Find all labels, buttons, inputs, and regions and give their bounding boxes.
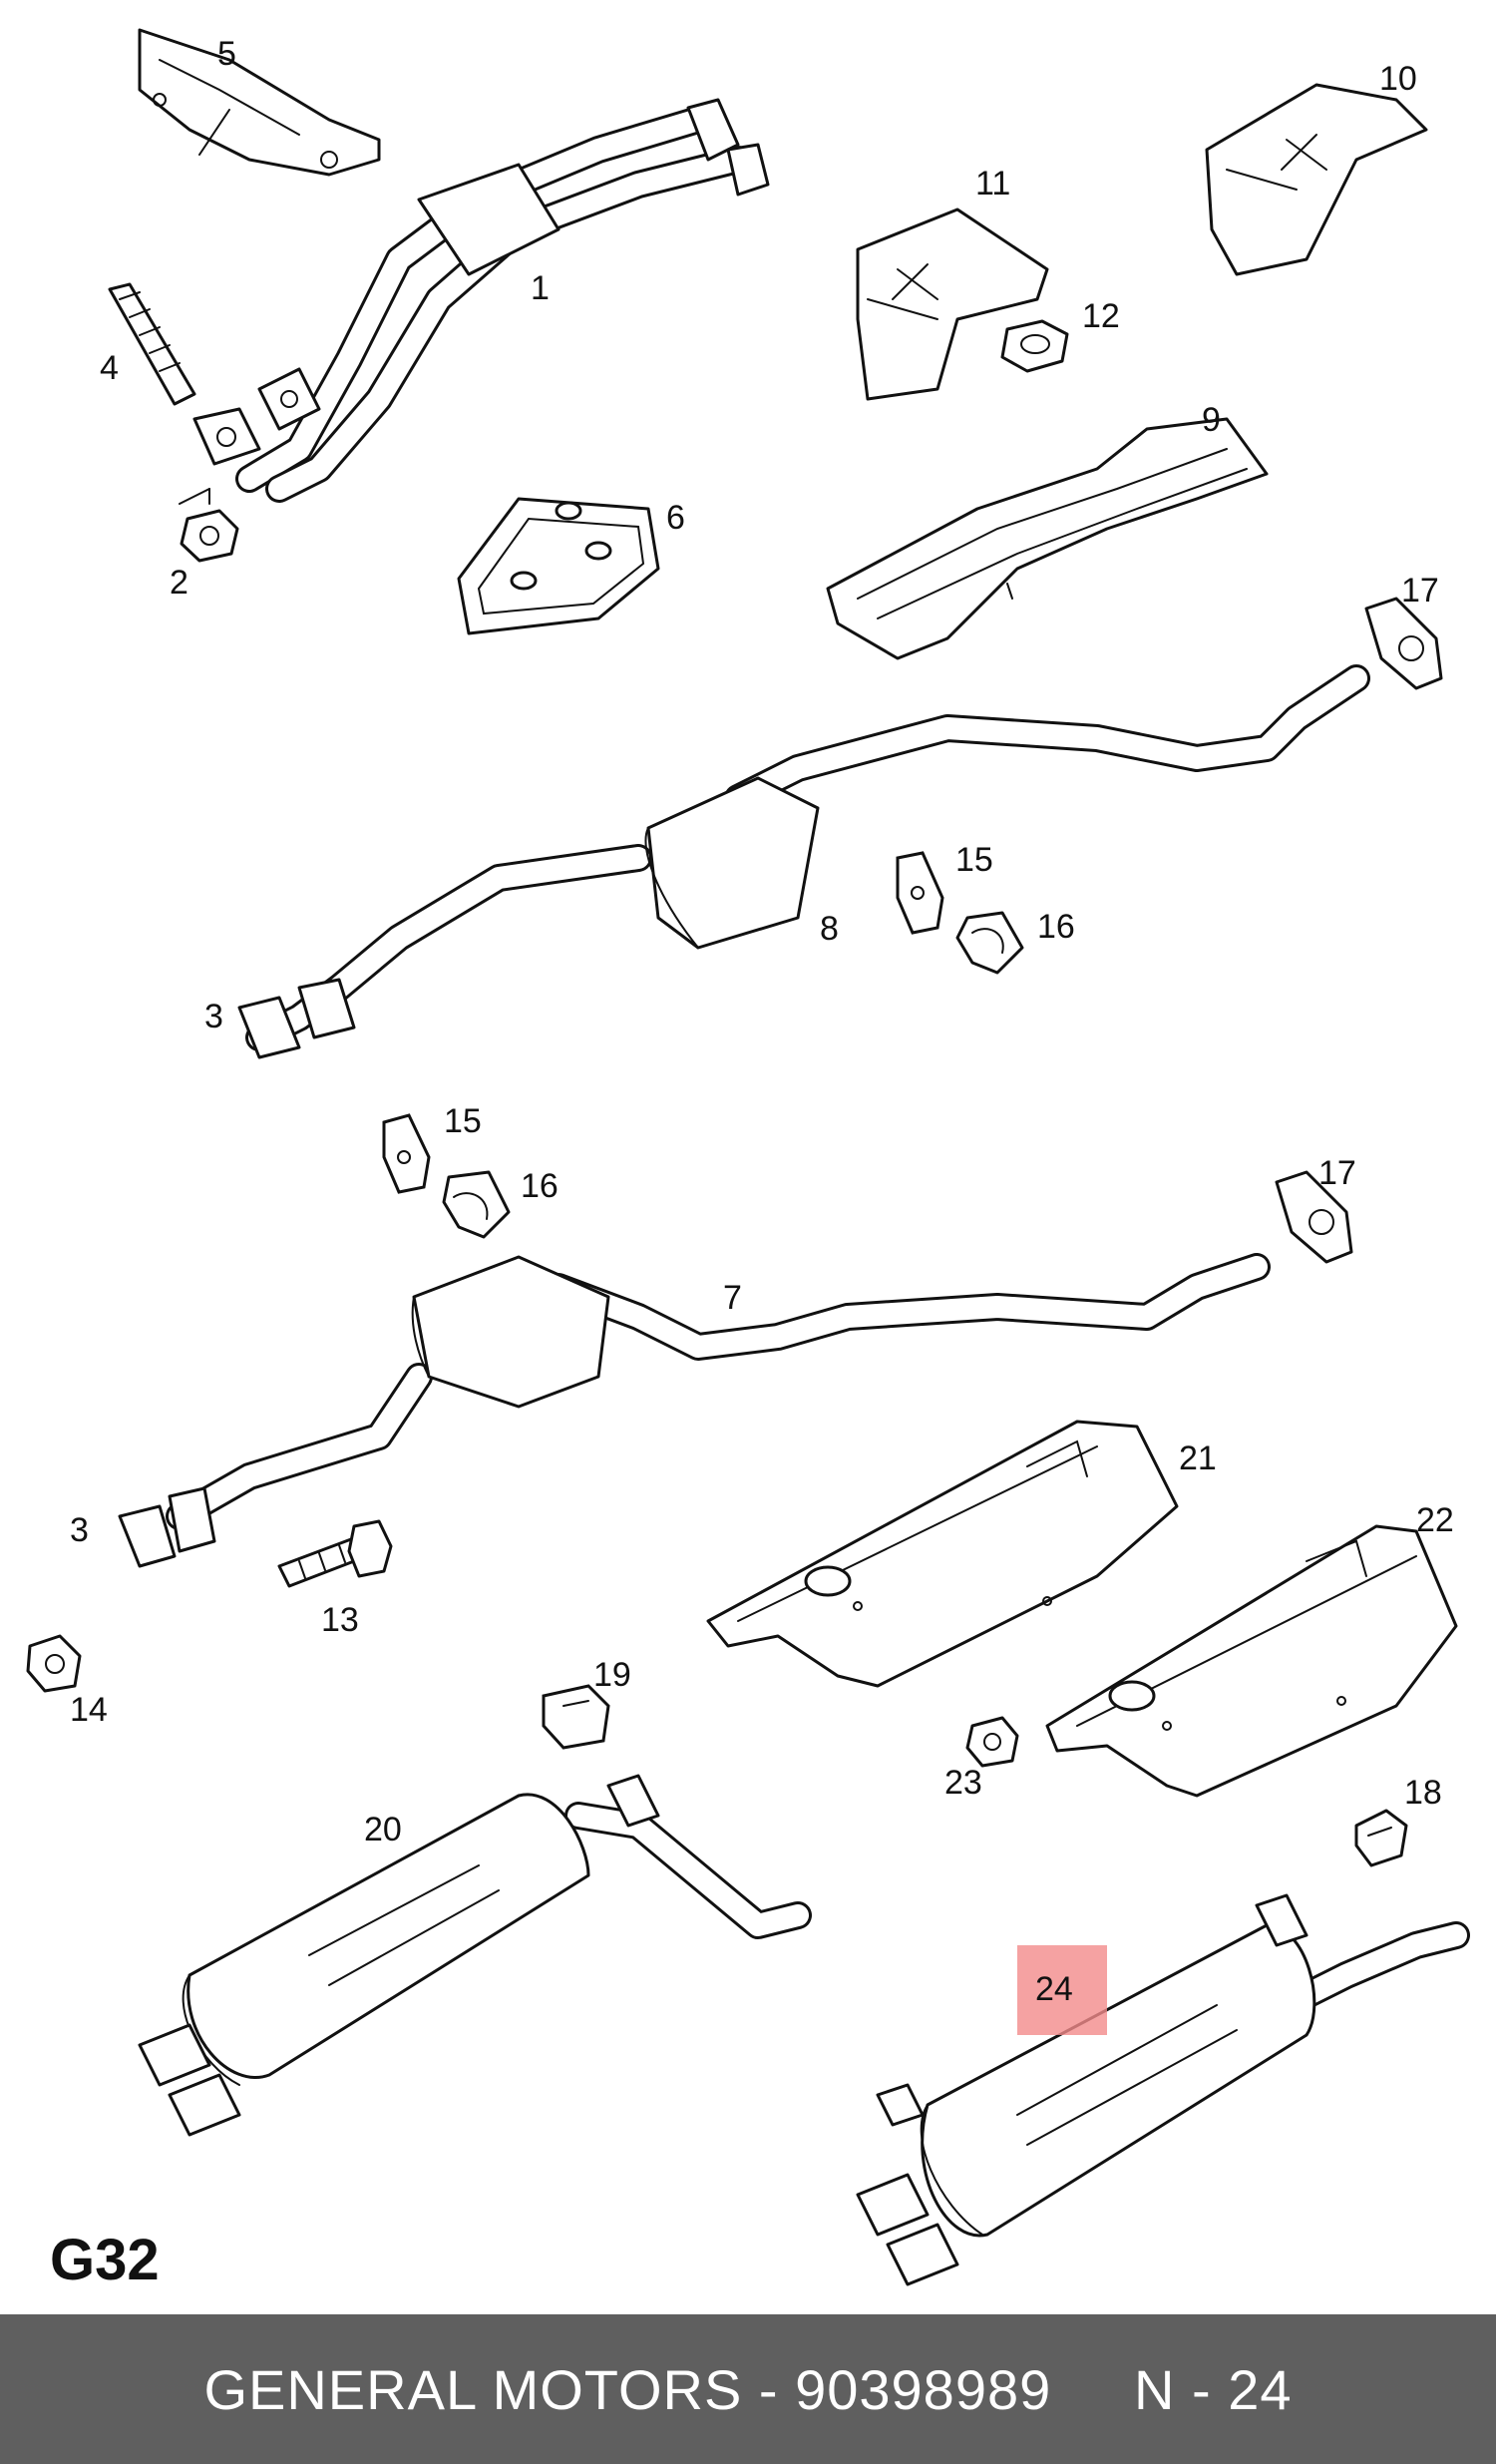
label-part-21: 21 [1179, 1439, 1217, 1477]
label-part-23: 23 [944, 1764, 982, 1802]
part-8-center-pipe [237, 664, 1370, 1059]
label-part-3-lower: 3 [70, 1511, 89, 1549]
label-part-18: 18 [1404, 1774, 1442, 1812]
label-part-22: 22 [1416, 1501, 1454, 1539]
label-part-19: 19 [593, 1656, 631, 1694]
label-part-16-lower: 16 [521, 1167, 559, 1205]
label-part-3: 3 [204, 998, 223, 1035]
part-11-bracket [856, 207, 1049, 401]
part-17-clamp-mid [1275, 1170, 1353, 1264]
label-part-7: 7 [723, 1279, 742, 1317]
label-part-12: 12 [1082, 297, 1120, 335]
part-20-rear-muffler [138, 1774, 812, 2137]
part-14-nut [26, 1634, 82, 1693]
part-13-bolt [277, 1519, 393, 1588]
exhaust-parts-diagram: 1 2 3 4 5 6 7 8 9 10 11 12 13 14 15 16 1… [26, 28, 1470, 2292]
label-part-24: 24 [1035, 1970, 1073, 2008]
part-21-heat-shield [706, 1420, 1179, 1688]
footer-part-info: GENERAL MOTORS - 90398989 N - 24 [203, 2357, 1293, 2421]
part-12-nut [1000, 319, 1069, 373]
label-part-2: 2 [170, 564, 188, 602]
part-22-heat-shield [1045, 1524, 1458, 1798]
label-part-20: 20 [364, 1811, 402, 1848]
part-24-rear-muffler [856, 1893, 1470, 2286]
label-part-6: 6 [666, 499, 685, 537]
part-10-bracket [1205, 83, 1428, 276]
label-part-10: 10 [1379, 60, 1417, 98]
part-2-nut [179, 488, 239, 563]
label-part-14: 14 [70, 1691, 108, 1729]
label-part-17: 17 [1401, 572, 1439, 610]
part-1-front-pipe [235, 98, 770, 503]
part-9-heat-shield [826, 417, 1269, 660]
part-23-nut [965, 1716, 1019, 1768]
part-17-clamp-top [1364, 597, 1443, 690]
part-5-heat-shield [138, 28, 381, 177]
diagram-svg: 1 2 3 4 5 6 7 8 9 10 11 12 13 14 15 16 1… [26, 28, 1470, 2292]
part-4-stud [108, 282, 196, 406]
part-19-rubber-ring [542, 1684, 610, 1750]
label-part-1: 1 [531, 269, 550, 307]
part-16-clip-top [955, 911, 1024, 975]
label-part-17-lower: 17 [1318, 1154, 1356, 1192]
part-15-hanger-mid [382, 1113, 431, 1194]
part-6-plate [457, 497, 660, 635]
label-part-4: 4 [100, 349, 119, 387]
label-part-15: 15 [955, 841, 993, 879]
part-gasket-upper [192, 407, 261, 466]
part-15-hanger-top [896, 851, 944, 935]
part-7-center-pipe [118, 1253, 1271, 1568]
label-part-9: 9 [1202, 401, 1221, 439]
label-part-16: 16 [1037, 908, 1075, 946]
label-part-15-lower: 15 [444, 1102, 482, 1140]
label-part-8: 8 [820, 910, 839, 948]
part-18-clip [1354, 1809, 1408, 1867]
label-part-13: 13 [321, 1601, 359, 1639]
part-16-clip-mid [442, 1170, 511, 1239]
footer-bar: GENERAL MOTORS - 90398989 N - 24 [0, 2314, 1496, 2464]
label-part-5: 5 [217, 35, 236, 73]
highlight-box-24 [1017, 1945, 1107, 2035]
label-part-11: 11 [975, 165, 1010, 203]
group-code: G32 [50, 2228, 160, 2292]
